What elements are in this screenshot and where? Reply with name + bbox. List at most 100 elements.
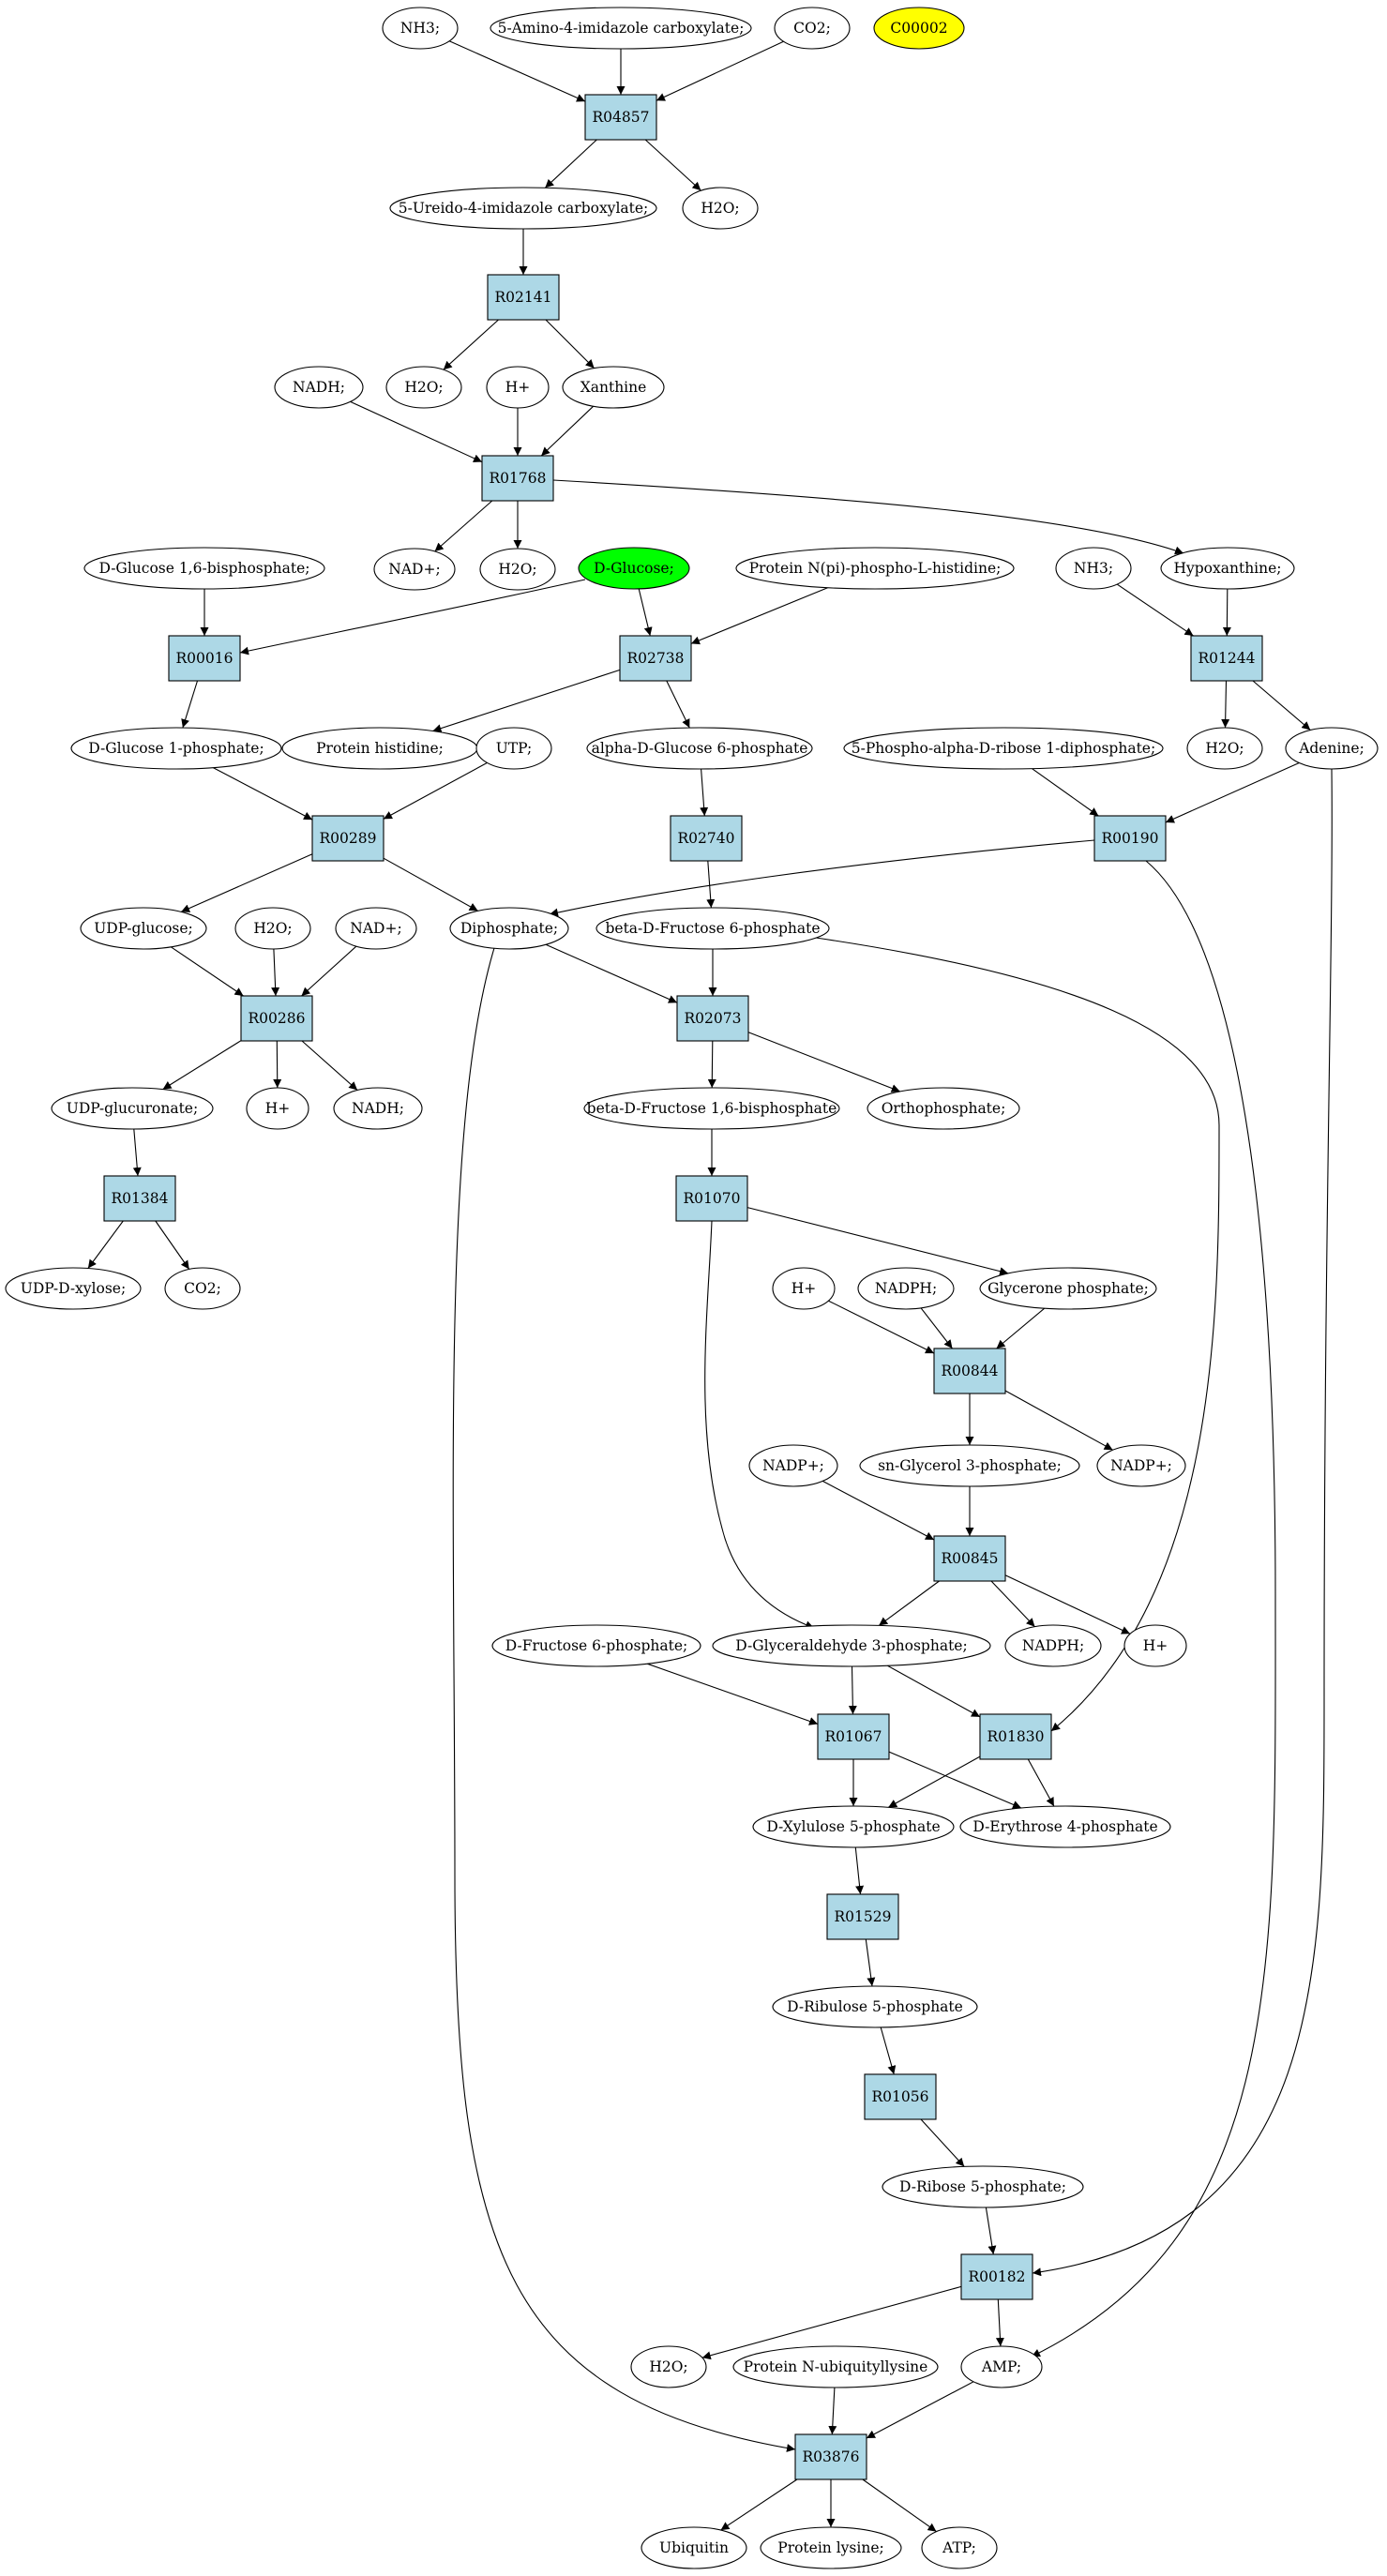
node-label: H+	[1143, 1637, 1168, 1654]
reaction-node-r-R03876: R03876	[794, 2433, 867, 2480]
node-label: D-Fructose 6-phosphate;	[505, 1637, 687, 1654]
metabolite-node-m-h2o-c: H2O;	[479, 548, 556, 591]
node-label: R04857	[593, 109, 650, 126]
metabolite-node-m-nadh-b: NADH;	[333, 1087, 423, 1130]
reaction-box	[979, 1713, 1052, 1760]
node-label: Protein N(pi)-phospho-L-histidine;	[749, 560, 1002, 577]
metabolite-node-m-orthophosphate: Orthophosphate;	[867, 1087, 1020, 1130]
node-label: Ubiquitin	[659, 2539, 729, 2556]
edge-r-R01070-to-m-glyceronep	[746, 1207, 1009, 1276]
reaction-node-r-R00286: R00286	[240, 995, 313, 1042]
node-label: D-Glyceraldehyde 3-phosphate;	[735, 1637, 967, 1654]
node-label: R01056	[872, 2088, 929, 2105]
edge-m-udpglcur-to-r-R01384	[132, 1128, 142, 1177]
node-label: R00844	[942, 1363, 999, 1379]
node-label: R00016	[176, 650, 234, 667]
metabolite-node-m-co2-b: CO2;	[164, 1267, 241, 1310]
node-label: R02073	[685, 1010, 742, 1027]
node-label: NADP+;	[762, 1457, 824, 1474]
node-label: NH3;	[1074, 560, 1113, 577]
metabolite-ellipse	[373, 548, 456, 591]
reaction-box	[311, 815, 384, 862]
metabolite-node-m-udpxyl: UDP-D-xylose;	[5, 1267, 142, 1310]
edge-r-R04857-to-m-h2o-a	[644, 139, 701, 191]
node-label: CO2;	[793, 20, 831, 37]
metabolite-node-m-atp: ATP;	[921, 2526, 998, 2569]
metabolite-ellipse	[641, 2526, 747, 2569]
edge-m-dfru6p-to-r-R01067	[647, 1663, 819, 1725]
edge-m-xu5p-to-r-R01529	[854, 1846, 865, 1895]
node-label: H2O;	[404, 379, 443, 396]
metabolite-node-m-nadplus-b: NAD+;	[335, 907, 417, 950]
edge-r-R00845-to-m-hplus-d	[1004, 1574, 1131, 1634]
metabolite-node-m-nadplus-a: NAD+;	[373, 548, 456, 591]
metabolite-node-m-hplus-d: H+	[1123, 1624, 1187, 1667]
metabolite-ellipse	[712, 1624, 991, 1667]
reaction-node-r-R02740: R02740	[670, 815, 743, 862]
metabolite-ellipse	[1123, 1624, 1187, 1667]
metabolite-ellipse	[921, 2526, 998, 2569]
edge-r-R01384-to-m-co2-b	[155, 1220, 190, 1270]
node-label: D-Ribulose 5-phosphate	[787, 1998, 963, 2015]
node-label: H2O;	[701, 200, 739, 217]
edge-m-diphosphate-to-r-R03876	[452, 947, 796, 2452]
reaction-node-r-R00845: R00845	[933, 1535, 1006, 1582]
reaction-node-r-R00844: R00844	[933, 1348, 1006, 1394]
metabolite-node-m-aica: 5-Amino-4-imidazole carboxylate;	[490, 7, 752, 50]
metabolite-node-m-adenine: Adenine;	[1285, 727, 1379, 770]
metabolite-ellipse	[83, 547, 325, 590]
edge-m-utp-to-r-R00289	[383, 761, 488, 820]
edge-r-R02738-to-m-prothis	[432, 669, 621, 732]
metabolite-node-m-snglycerol3p: sn-Glycerol 3-phosphate;	[859, 1444, 1080, 1487]
metabolite-node-m-h2o-f: H2O;	[630, 2345, 707, 2388]
reaction-box	[619, 635, 692, 682]
node-label: R03876	[803, 2448, 860, 2465]
metabolite-ellipse	[5, 1267, 142, 1310]
reaction-node-r-R01244: R01244	[1190, 635, 1263, 682]
edge-r-R00289-to-m-udpglc	[180, 853, 313, 912]
metabolite-ellipse	[774, 7, 851, 50]
edge-r-R00844-to-m-nadpplus-a	[1004, 1390, 1113, 1451]
node-label: 5-Amino-4-imidazole carboxylate;	[498, 20, 745, 37]
metabolite-node-m-r5p: D-Ribose 5-phosphate;	[882, 2165, 1084, 2208]
reaction-box	[103, 1175, 176, 1222]
reaction-node-r-R04857: R04857	[584, 94, 657, 141]
edge-layer	[87, 40, 1333, 2533]
edge-r-R01244-to-m-h2o-d	[1221, 680, 1230, 729]
node-label: NH3;	[400, 20, 440, 37]
reaction-node-r-R01384: R01384	[103, 1175, 176, 1222]
metabolite-node-m-prothis: Protein histidine;	[281, 727, 478, 770]
metabolite-ellipse	[389, 187, 657, 230]
metabolite-node-m-udpglcur: UDP-glucuronate;	[51, 1087, 214, 1130]
metabolite-node-m-nh3-a: NH3;	[382, 7, 459, 50]
reaction-node-r-R01067: R01067	[817, 1713, 890, 1760]
node-label: 5-Ureido-4-imidazole carboxylate;	[399, 200, 649, 217]
node-label: alpha-D-Glucose 6-phosphate	[592, 740, 808, 757]
node-label: R01529	[835, 1908, 892, 1925]
node-label: R01768	[490, 470, 547, 487]
edge-m-nh3-b-to-r-R01244	[1116, 583, 1194, 637]
metabolite-ellipse	[491, 1624, 701, 1667]
edge-m-g3p-to-r-R01830	[887, 1665, 981, 1718]
edge-r-R01768-to-m-nadplus-a	[434, 500, 493, 552]
node-label: D-Glucose 1,6-bisphosphate;	[98, 560, 309, 577]
edge-r-R01244-to-m-adenine	[1252, 680, 1311, 731]
edge-m-nadplus-b-to-r-R00286	[301, 945, 357, 997]
edge-m-dglucose-to-r-R00016	[239, 579, 586, 655]
edge-m-glc1p-to-r-R00289	[213, 767, 313, 821]
node-label: D-Erythrose 4-phosphate	[972, 1818, 1157, 1835]
edge-m-ru5p-to-r-R01056	[880, 2026, 897, 2075]
node-label: R00286	[249, 1010, 306, 1027]
metabolite-node-m-h2o-b: H2O;	[385, 366, 462, 409]
edge-r-R00286-to-m-udpglcur	[162, 1040, 242, 1091]
reaction-box	[240, 995, 313, 1042]
edge-m-h2o-e-to-r-R00286	[271, 948, 280, 997]
metabolite-ellipse	[882, 2165, 1084, 2208]
edge-r-R00286-to-m-hplus-b	[273, 1040, 282, 1089]
reaction-box	[933, 1535, 1006, 1582]
node-label: NADPH;	[875, 1280, 937, 1297]
node-label: Protein histidine;	[316, 740, 444, 757]
metabolite-ellipse	[979, 1267, 1157, 1310]
node-label: H+	[505, 379, 531, 396]
metabolite-ellipse	[51, 1087, 214, 1130]
